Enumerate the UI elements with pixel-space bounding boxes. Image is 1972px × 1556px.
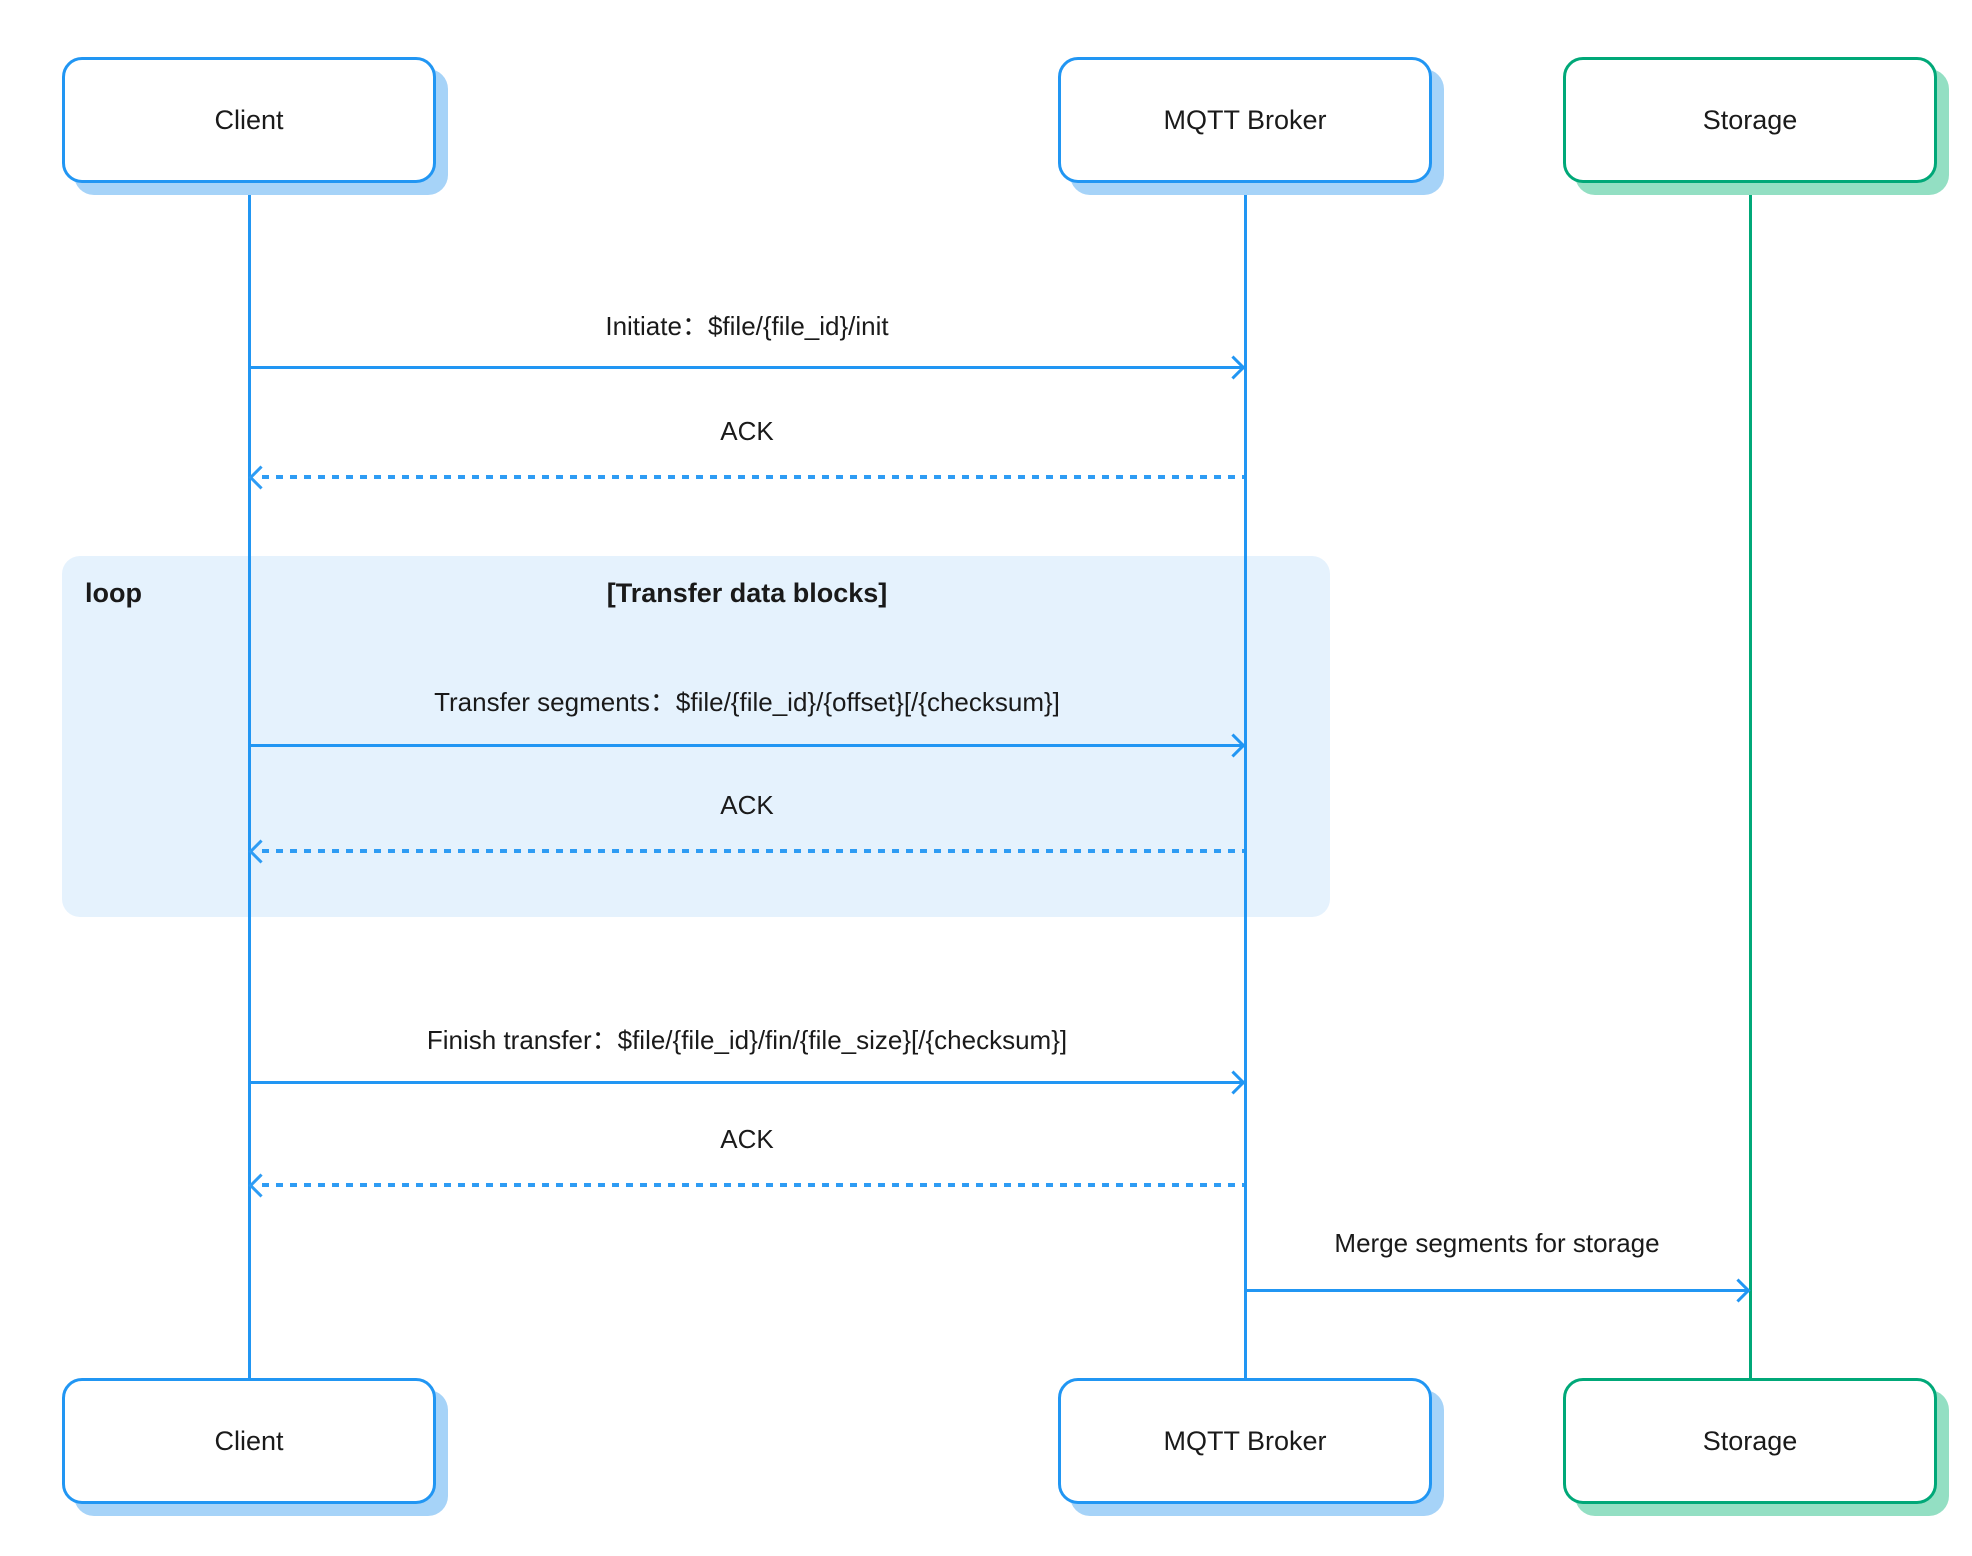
arrowhead-right-icon: [1221, 355, 1246, 380]
participant-mqtt-broker-label: MQTT Broker: [1163, 1425, 1327, 1456]
message-label-ack-1: ACK: [720, 416, 774, 446]
participant-client-label: Client: [214, 104, 284, 135]
message-label-merge: Merge segments for storage: [1334, 1228, 1660, 1258]
message-line-ack-3: [262, 1183, 1244, 1187]
lifeline-mqtt-broker: [1244, 183, 1247, 1378]
participant-storage-label: Storage: [1702, 1425, 1798, 1456]
participant-client-bottom: Client: [62, 1378, 436, 1504]
arrowhead-right-icon: [1221, 1070, 1246, 1095]
lifeline-client: [248, 183, 251, 1378]
message-label-finish: Finish transfer：$file/{file_id}/fin/{fil…: [426, 1025, 1068, 1055]
participant-mqtt-broker-label: MQTT Broker: [1163, 104, 1327, 135]
participant-storage-top: Storage: [1563, 57, 1937, 183]
message-line-transfer: [250, 744, 1244, 747]
participant-mqtt-broker-bottom: MQTT Broker: [1058, 1378, 1432, 1504]
message-line-ack-2: [262, 849, 1244, 853]
message-line-finish: [250, 1081, 1244, 1084]
participant-client-label: Client: [214, 1425, 284, 1456]
participant-storage-bottom: Storage: [1563, 1378, 1937, 1504]
message-label-ack-3: ACK: [720, 1124, 774, 1154]
loop-keyword-label: loop: [85, 578, 142, 608]
arrowhead-right-icon: [1726, 1278, 1751, 1303]
loop-condition-label: [Transfer data blocks]: [606, 578, 888, 608]
participant-mqtt-broker-top: MQTT Broker: [1058, 57, 1432, 183]
arrowhead-left-icon: [248, 465, 273, 490]
arrowhead-left-icon: [248, 1173, 273, 1198]
message-line-initiate: [250, 366, 1244, 369]
message-label-transfer: Transfer segments：$file/{file_id}/{offse…: [434, 687, 1060, 717]
message-line-ack-1: [262, 475, 1244, 479]
participant-storage-label: Storage: [1702, 104, 1798, 135]
message-line-merge: [1246, 1289, 1749, 1292]
participant-client-top: Client: [62, 57, 436, 183]
message-label-initiate: Initiate：$file/{file_id}/init: [605, 311, 889, 341]
message-label-ack-2: ACK: [720, 790, 774, 820]
loop-frame: [62, 556, 1330, 917]
lifeline-storage: [1749, 183, 1752, 1378]
